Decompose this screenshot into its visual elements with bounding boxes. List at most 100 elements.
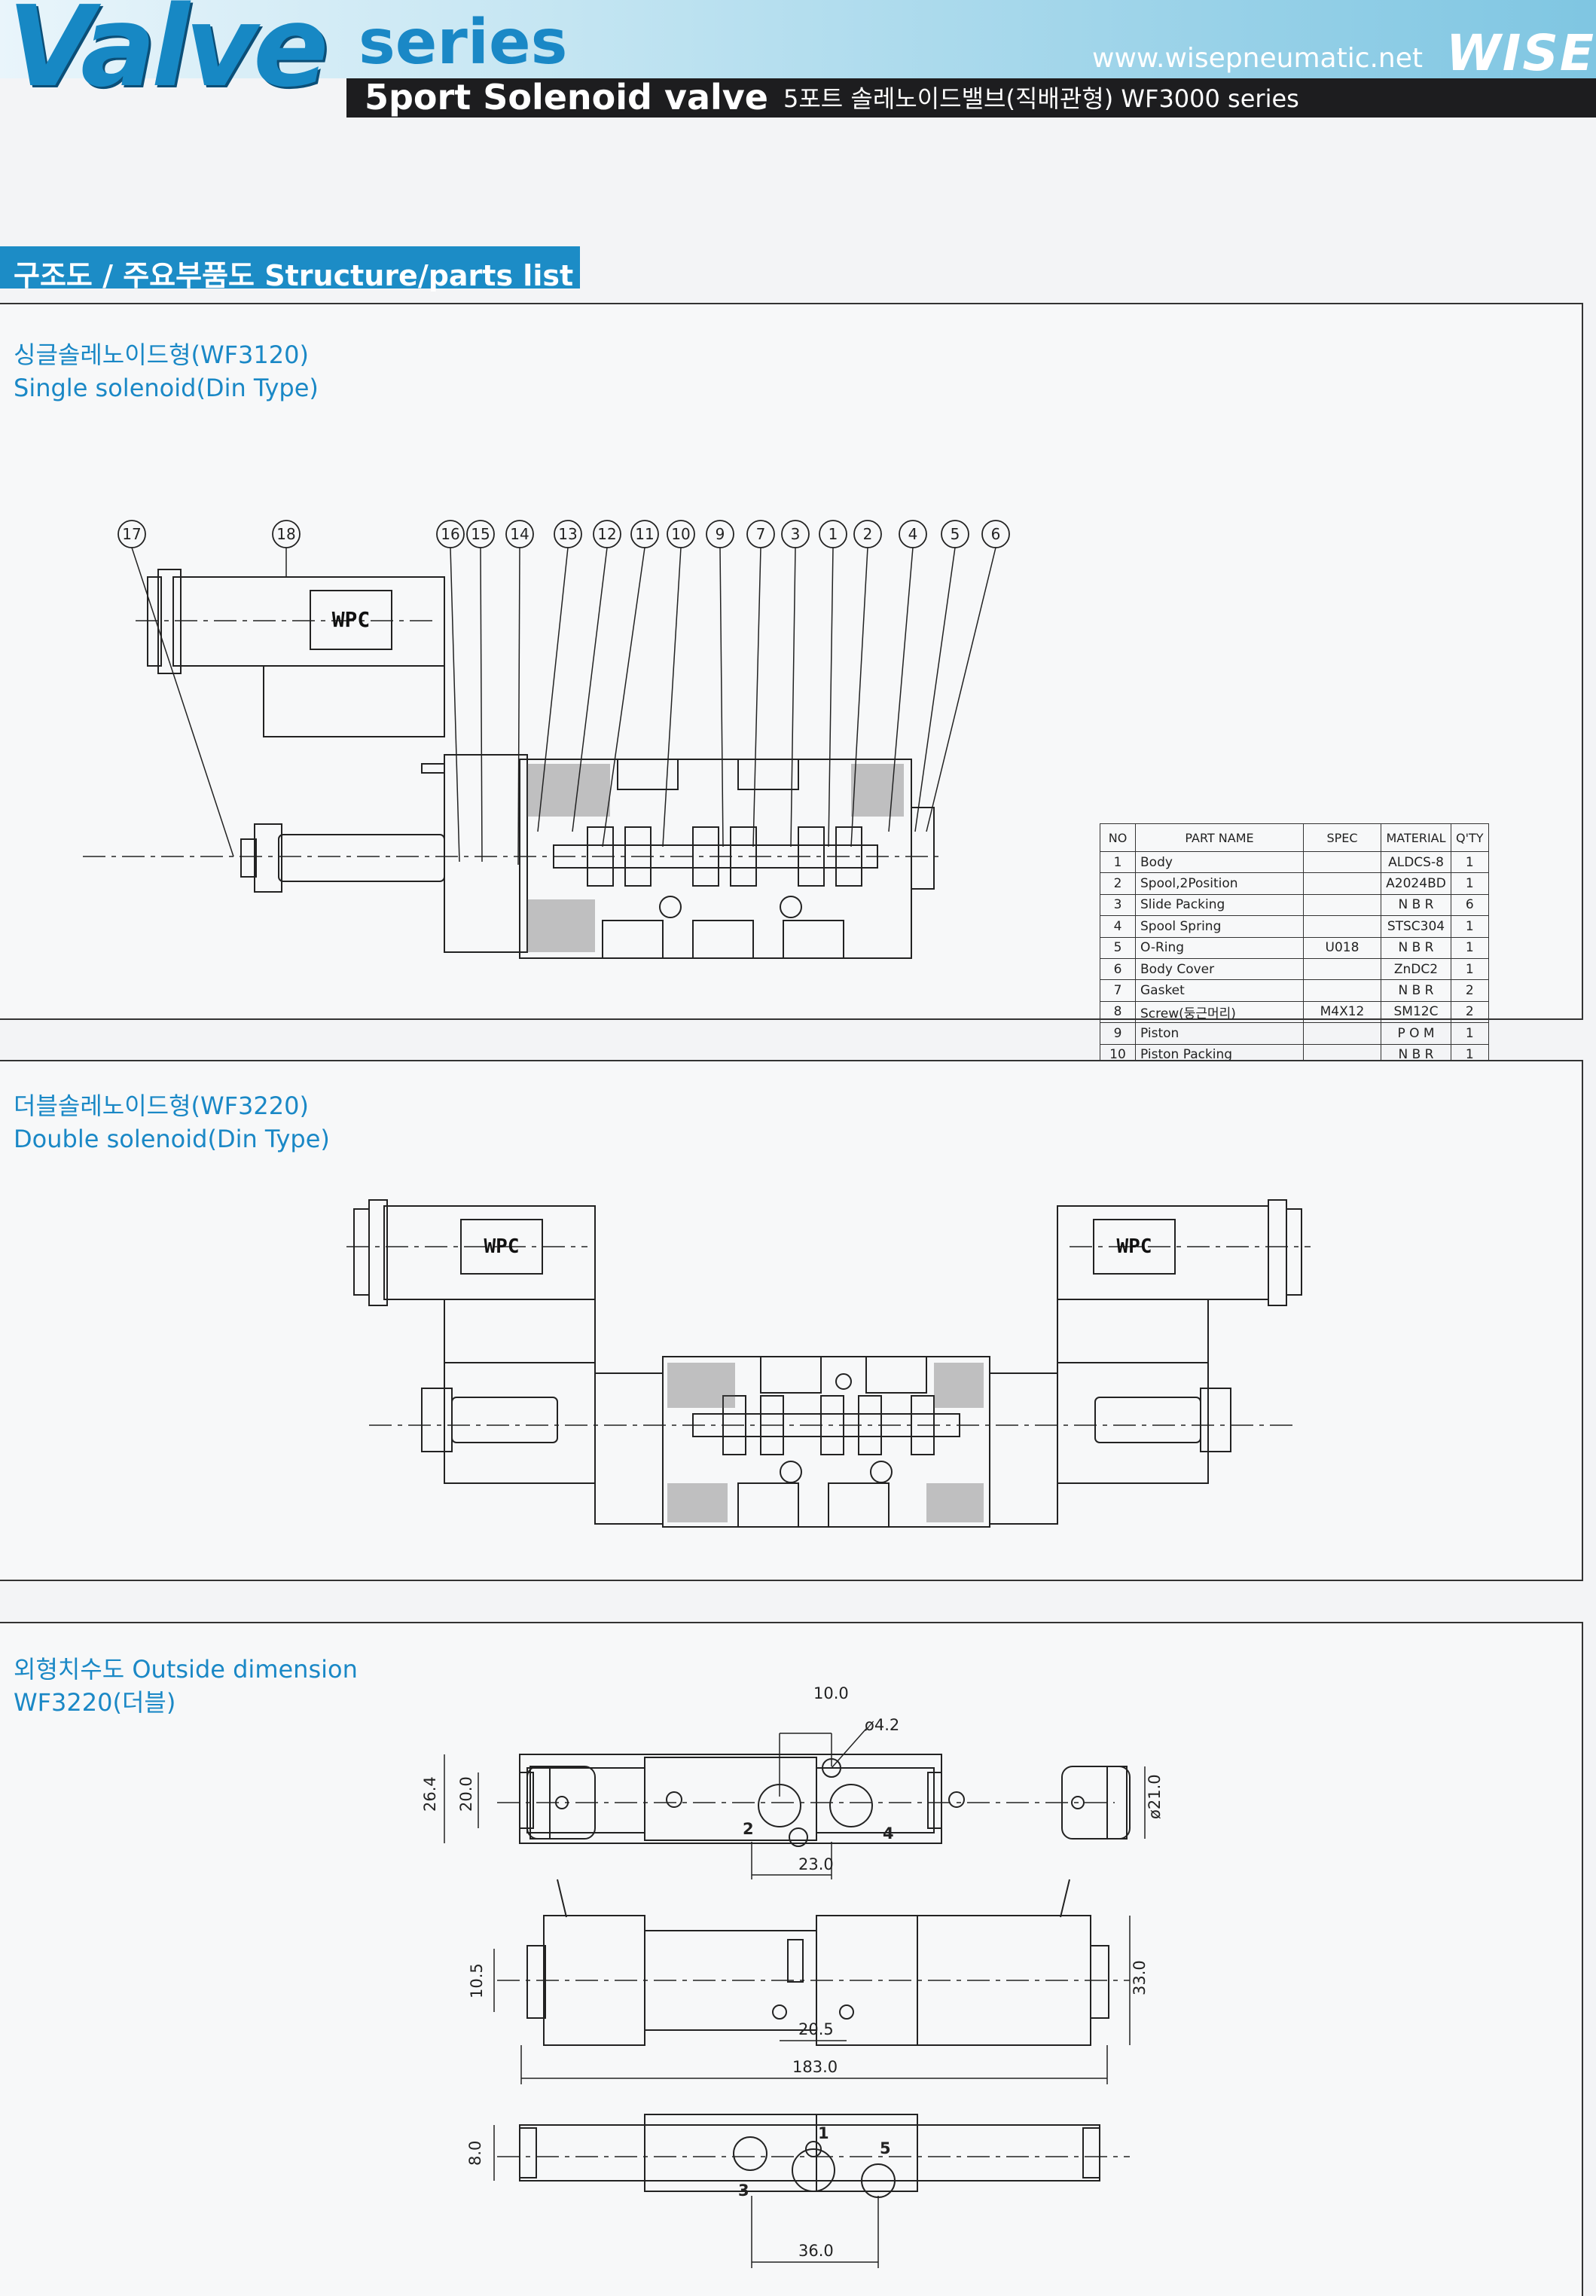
- port-label-4: 4: [883, 1824, 894, 1843]
- site-url: www.wisepneumatic.net: [1092, 43, 1424, 74]
- dim-20: 20.0: [457, 1776, 475, 1812]
- part-spec: [1303, 850, 1381, 874]
- dim-8: 8.0: [466, 2141, 484, 2166]
- part-qty: 1: [1451, 957, 1489, 981]
- callout-number: 7: [756, 525, 766, 543]
- part-name: Slide Packing: [1135, 893, 1304, 917]
- callout-number: 3: [791, 525, 801, 543]
- callout-number: 12: [597, 525, 616, 543]
- callout-number: 1: [829, 525, 838, 543]
- header-subtitle: 5port Solenoid valve: [365, 77, 768, 118]
- dim-10-5: 10.5: [468, 1963, 486, 1998]
- callout-number: 18: [276, 525, 295, 543]
- callout-circle: [746, 520, 775, 548]
- callout-circle: [272, 520, 301, 548]
- part-no: 1: [1100, 850, 1136, 874]
- callout-leader: [850, 547, 868, 847]
- part-spec: [1303, 872, 1381, 895]
- dim-23: 23.0: [798, 1855, 834, 1873]
- single-solenoid-panel: 싱글솔레노이드형(WF3120) Single solenoid(Din Typ…: [0, 303, 1583, 1238]
- callout-circle: [505, 520, 534, 548]
- part-name: Spool,2Position: [1135, 872, 1304, 895]
- callout-circle: [466, 520, 495, 548]
- double-coil-label-right: WPC: [1117, 1235, 1152, 1258]
- callout-number: 9: [716, 525, 725, 543]
- callout-leader: [131, 547, 234, 857]
- header-spec: SPEC: [1303, 823, 1381, 852]
- callout-leader: [888, 547, 914, 832]
- dim-36: 36.0: [798, 2242, 834, 2260]
- part-spec: [1303, 1022, 1381, 1045]
- part-name: Body Cover: [1135, 957, 1304, 981]
- callout-circle: [117, 520, 146, 548]
- part-no: 4: [1100, 915, 1136, 938]
- part-qty: 1: [1451, 1022, 1489, 1045]
- callout-leader: [719, 547, 724, 847]
- callout-number: 2: [863, 525, 873, 543]
- header-part-name: PART NAME: [1135, 823, 1304, 852]
- dim-33: 33.0: [1131, 1960, 1149, 1995]
- callout-leader: [517, 547, 520, 866]
- outside-caption-line1: 외형치수도 Outside dimension: [14, 1655, 358, 1684]
- part-spec: [1303, 979, 1381, 1002]
- dim-10: 10.0: [813, 1684, 849, 1702]
- callout-circle: [899, 520, 927, 548]
- part-qty: 6: [1451, 893, 1489, 917]
- dim-20-5: 20.5: [798, 2020, 834, 2038]
- callout-leader: [572, 547, 608, 832]
- double-solenoid-panel: 더블솔레노이드형(WF3220) Double solenoid(Din Typ…: [0, 1060, 1583, 1581]
- part-spec: M4X12: [1303, 1000, 1381, 1024]
- part-material: N B R: [1381, 893, 1451, 917]
- callout-circle: [981, 520, 1010, 548]
- part-name: O-Ring: [1135, 936, 1304, 959]
- part-material: STSC304: [1381, 915, 1451, 938]
- part-name: Gasket: [1135, 979, 1304, 1002]
- part-spec: [1303, 915, 1381, 938]
- port-label-5: 5: [880, 2139, 891, 2157]
- dim-phi-21: ø21.0: [1146, 1774, 1164, 1819]
- parts-table-header: NO PART NAME SPEC MATERIAL Q'TY: [1100, 823, 1489, 852]
- callout-number: 13: [558, 525, 577, 543]
- outside-dimension-drawing: 10.0 ø4.2 26.4 20.0 ø21.0 23.0 33.0 10.5…: [421, 1684, 1164, 2268]
- single-caption-english: Single solenoid(Din Type): [14, 374, 319, 402]
- part-name: Piston: [1135, 1022, 1304, 1045]
- part-no: 6: [1100, 957, 1136, 981]
- callout-circle: [853, 520, 882, 548]
- part-no: 9: [1100, 1022, 1136, 1045]
- callout-leader: [752, 547, 761, 847]
- logo-series: series: [359, 7, 568, 78]
- callout-leader: [914, 547, 956, 832]
- single-caption-korean: 싱글솔레노이드형(WF3120): [14, 340, 309, 369]
- header-blue-band: [0, 0, 1596, 78]
- part-no: 2: [1100, 872, 1136, 895]
- callout-circle: [781, 520, 810, 548]
- callout-leader: [480, 547, 483, 863]
- section-title: 구조도 / 주요부품도 Structure/parts list: [14, 259, 574, 292]
- section-title-tab: 구조도 / 주요부품도 Structure/parts list: [0, 246, 580, 292]
- part-material: P O M: [1381, 1022, 1451, 1045]
- callout-circle: [593, 520, 621, 548]
- double-coil-label-left: WPC: [484, 1235, 520, 1258]
- header-no: NO: [1100, 823, 1136, 852]
- port-label-1: 1: [818, 2124, 829, 2142]
- callout-leader: [790, 547, 796, 847]
- part-material: A2024BD: [1381, 872, 1451, 895]
- coil-body: [172, 576, 445, 667]
- part-material: SM12C: [1381, 1000, 1451, 1024]
- part-qty: 1: [1451, 915, 1489, 938]
- callout-number: 10: [671, 525, 690, 543]
- part-qty: 1: [1451, 872, 1489, 895]
- part-no: 3: [1100, 893, 1136, 917]
- outside-caption-line2: WF3220(더블): [14, 1688, 176, 1717]
- header-black-band: [346, 78, 1596, 118]
- double-solenoid-drawing: WPC WPC: [346, 1199, 1311, 1528]
